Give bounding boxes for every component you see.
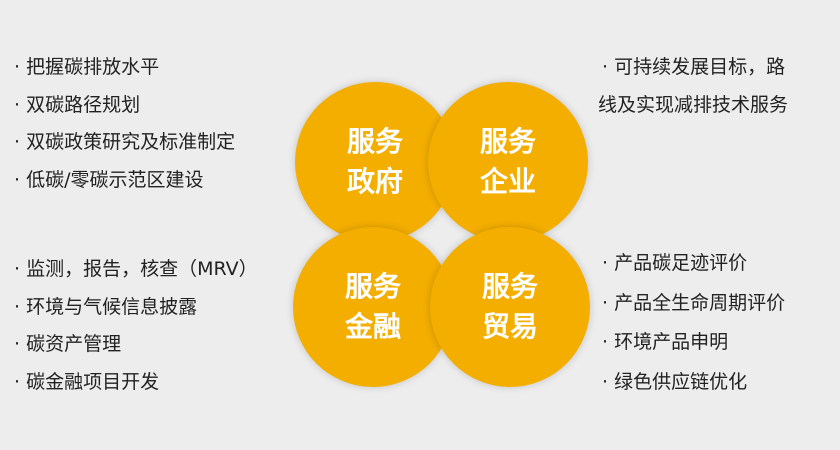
- circle-label: 企业: [479, 165, 536, 198]
- circle-label: 服务: [479, 125, 536, 158]
- list-item: 双碳路径规划: [14, 87, 235, 125]
- finance-services-list: 监测，报告，核查（MRV） 环境与气候信息披露 碳资产管理 碳金融项目开发: [14, 251, 258, 401]
- circle-label: 政府: [346, 165, 403, 198]
- list-item: 绿色供应链优化: [602, 363, 785, 403]
- list-item: 碳金融项目开发: [14, 364, 258, 402]
- circle-label: 服务: [481, 270, 538, 303]
- trade-services-list: 产品碳足迹评价 产品全生命周期评价 环境产品申明 绿色供应链优化: [602, 244, 785, 402]
- list-item: 线及实现减排技术服务: [598, 87, 788, 125]
- list-item: 双碳政策研究及标准制定: [14, 124, 235, 162]
- list-item: 可持续发展目标，路: [602, 49, 788, 87]
- list-item: 环境与气候信息披露: [14, 289, 258, 327]
- circle-trade: 服务 贸易: [430, 227, 590, 387]
- list-item: 低碳/零碳示范区建设: [14, 162, 235, 200]
- list-item: 监测，报告，核查（MRV）: [14, 251, 258, 289]
- list-item: 碳资产管理: [14, 326, 258, 364]
- circle-label: 金融: [344, 310, 401, 343]
- circle-label: 服务: [344, 270, 401, 303]
- government-services-list: 把握碳排放水平 双碳路径规划 双碳政策研究及标准制定 低碳/零碳示范区建设: [14, 49, 235, 199]
- circle-label: 服务: [346, 125, 403, 158]
- circle-finance: 服务 金融: [293, 227, 453, 387]
- list-item: 产品全生命周期评价: [602, 284, 785, 324]
- circle-enterprise: 服务 企业: [428, 82, 588, 242]
- list-item: 环境产品申明: [602, 323, 785, 363]
- list-item: 把握碳排放水平: [14, 49, 235, 87]
- enterprise-services-list: 可持续发展目标，路 线及实现减排技术服务: [598, 49, 788, 124]
- list-item-continued: 线及实现减排技术服务: [598, 93, 789, 116]
- list-item: 产品碳足迹评价: [602, 244, 785, 284]
- circle-label: 贸易: [481, 310, 538, 343]
